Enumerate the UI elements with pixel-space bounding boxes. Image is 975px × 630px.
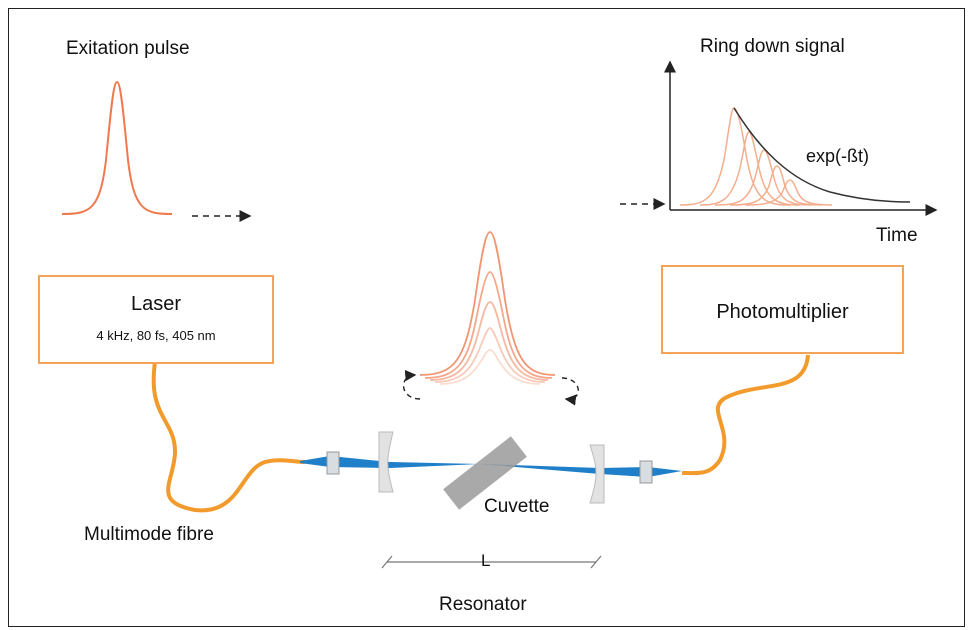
decay-formula-label: exp(-ßt) [806, 146, 869, 166]
resonator-length-marker [381, 555, 602, 569]
laser-box: Laser 4 kHz, 80 fs, 405 nm [38, 275, 274, 364]
mirror-icon [378, 431, 394, 493]
photomultiplier-title: Photomultiplier [716, 301, 849, 323]
lens-icon [326, 451, 340, 475]
circulation-arrow-icon [402, 369, 579, 406]
time-axis-label: Time [876, 225, 918, 246]
ringdown-signal-label: Ring down signal [700, 36, 845, 57]
laser-specs: 4 kHz, 80 fs, 405 nm [96, 328, 216, 343]
decay-envelope-curve [733, 107, 911, 203]
lens-icon [639, 460, 653, 484]
diagram-frame [8, 8, 965, 627]
output-fibre [681, 354, 810, 476]
multimode-fibre-label: Multimode fibre [84, 524, 214, 545]
laser-beam-in [300, 456, 480, 468]
circulating-pulse [419, 231, 556, 385]
length-label: L [481, 551, 491, 570]
mirror-icon [589, 444, 605, 504]
cuvette-label: Cuvette [484, 496, 550, 517]
laser-beam-out [480, 464, 682, 477]
excitation-pulse-label: Exitation pulse [66, 38, 190, 59]
photomultiplier-box: Photomultiplier [661, 265, 904, 354]
input-fibre [151, 361, 306, 513]
laser-title: Laser [130, 293, 182, 315]
resonator-label: Resonator [439, 594, 527, 615]
cuvette-block [443, 436, 527, 510]
excitation-pulse-curve [61, 80, 173, 215]
